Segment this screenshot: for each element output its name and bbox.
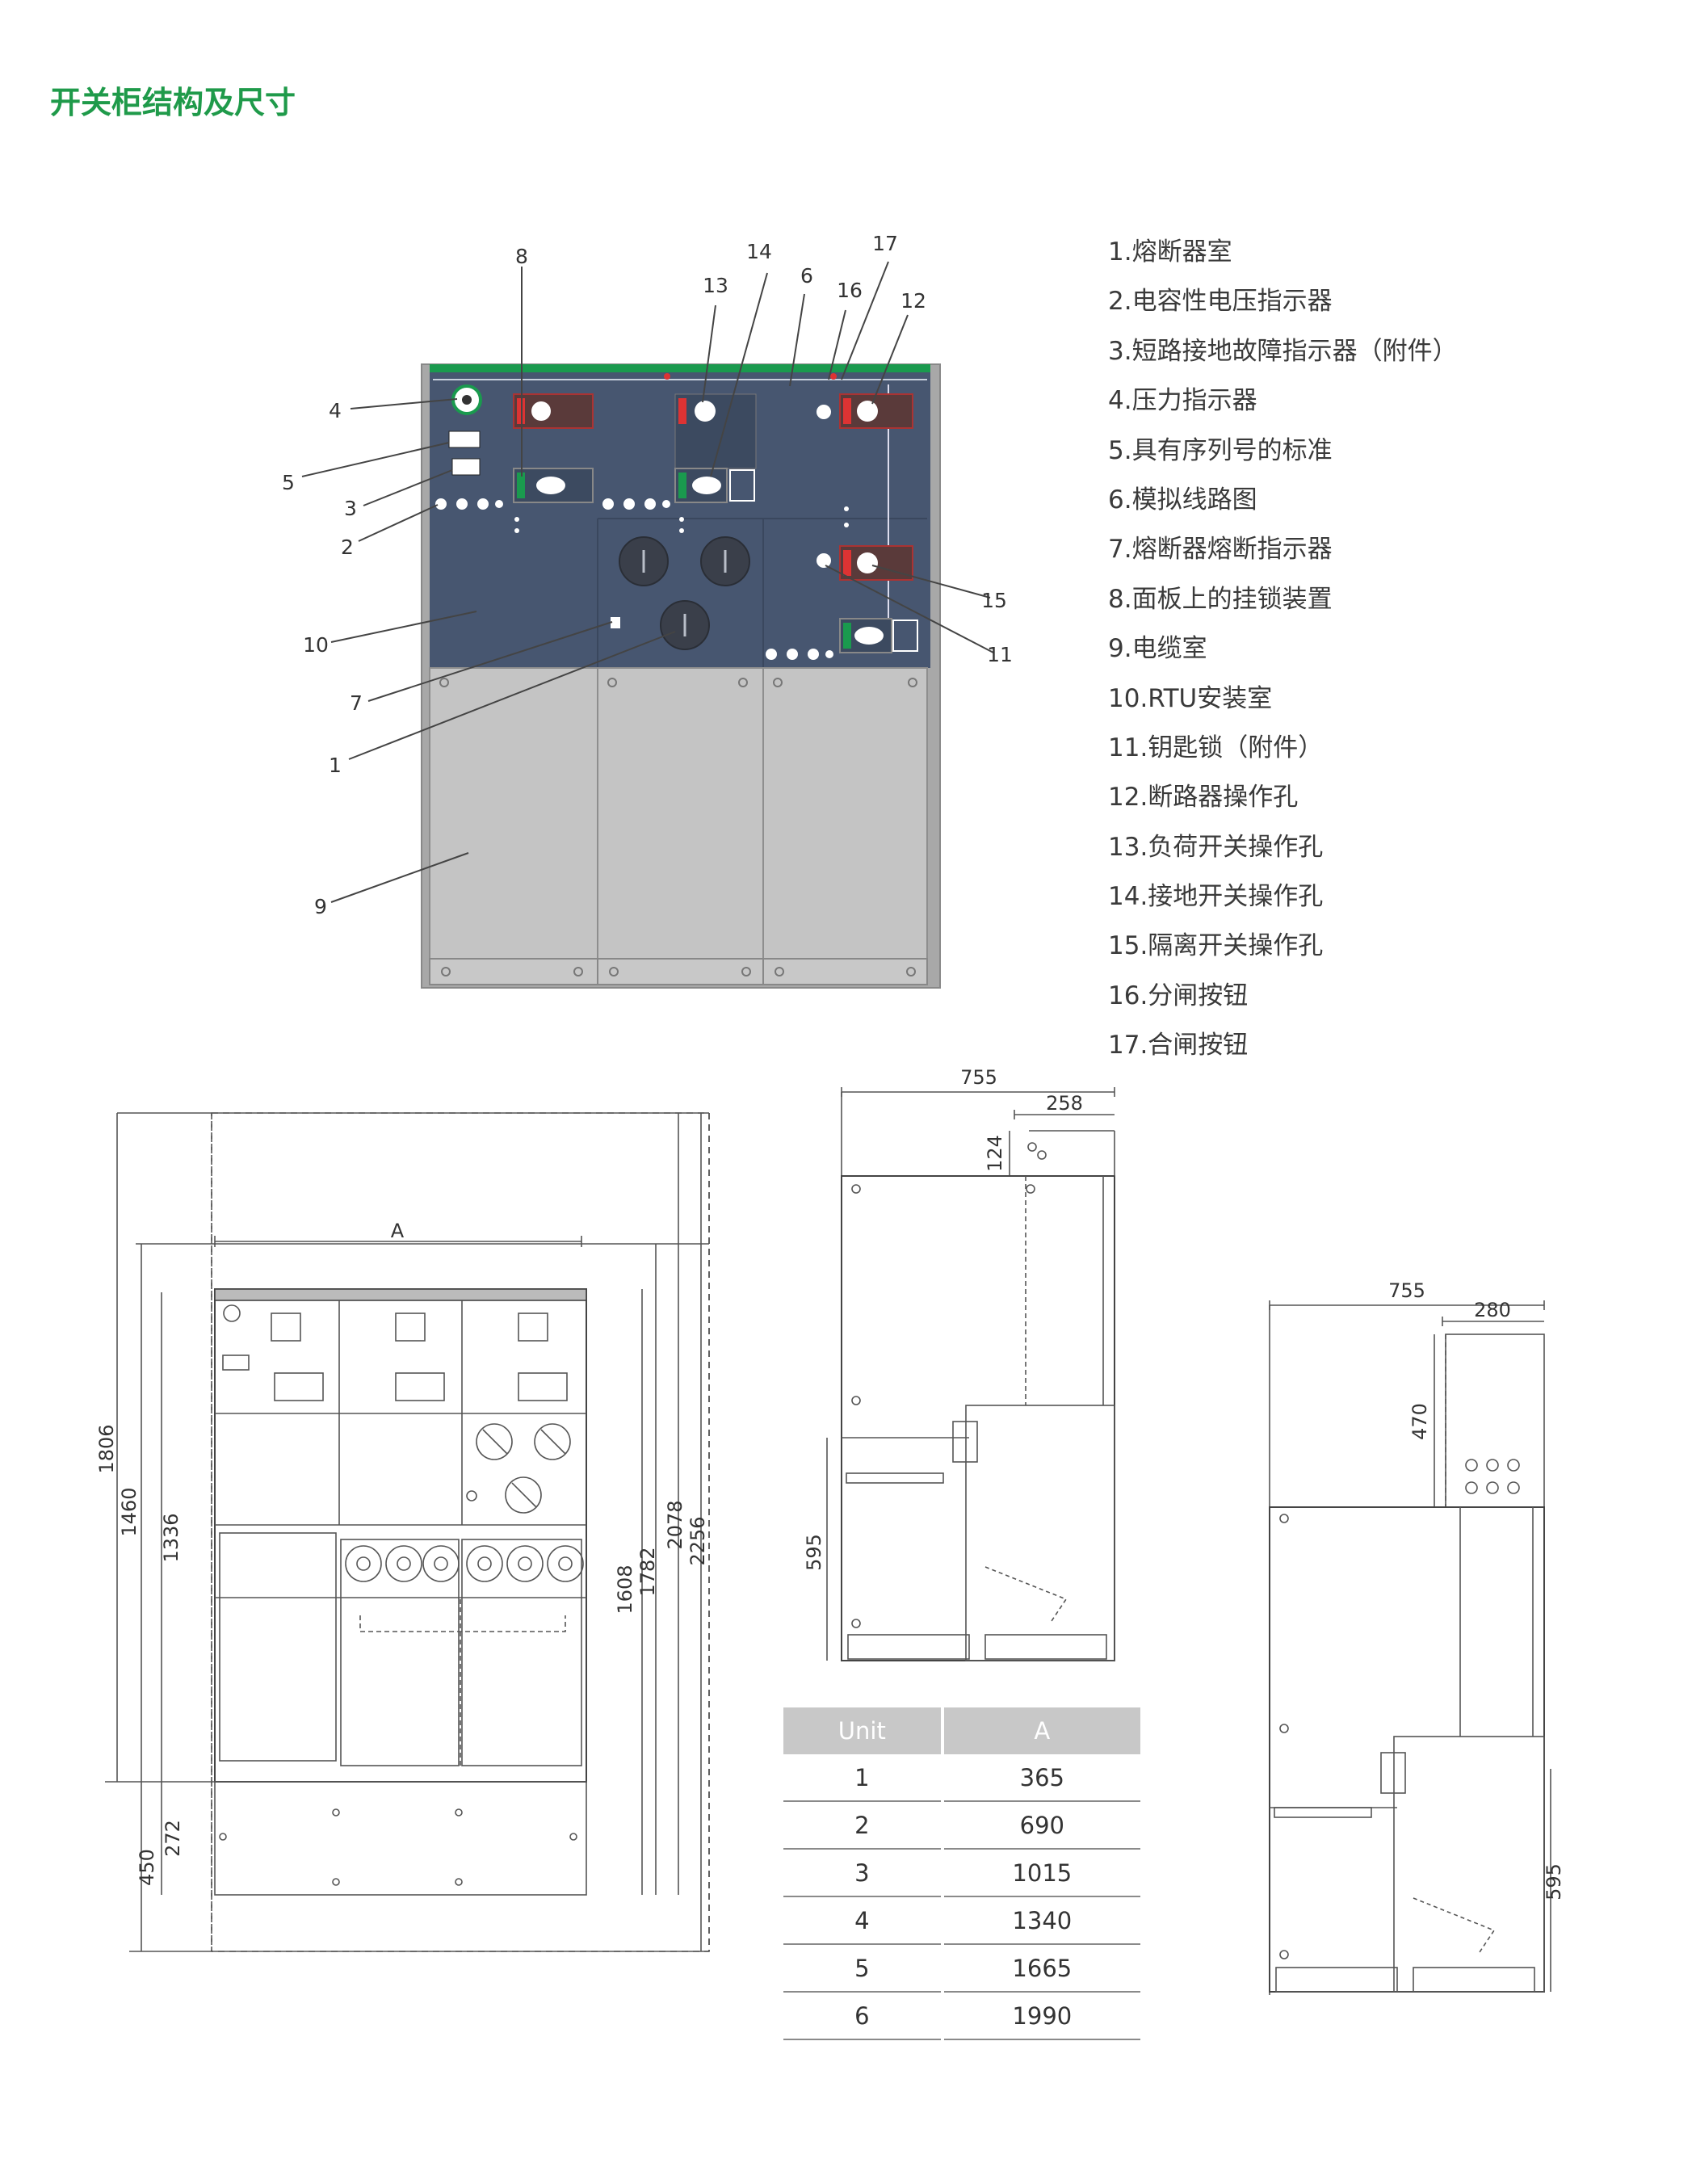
dim-272: 272 [162, 1820, 184, 1857]
legend-item: 5.具有序列号的标准 [1108, 435, 1333, 465]
table-cell: 5 [783, 1945, 941, 1993]
page-title: 开关柜结构及尺寸 [50, 85, 296, 120]
table-cell: 2 [783, 1802, 941, 1850]
dim-124: 124 [984, 1135, 1006, 1172]
table-cell: 1665 [943, 1945, 1140, 1993]
callout-6: 6 [800, 264, 813, 288]
legend-item: 16.分闸按钮 [1108, 981, 1249, 1010]
table-cell: 1990 [943, 1993, 1140, 2040]
dim-1806: 1806 [95, 1424, 118, 1473]
table-cell: 4 [783, 1897, 941, 1945]
callout-16: 16 [837, 279, 863, 302]
legend-item: 4.压力指示器 [1108, 386, 1257, 416]
table-cell: 1015 [943, 1850, 1140, 1897]
dim-755: 755 [960, 1066, 997, 1089]
dim-280: 280 [1474, 1299, 1511, 1321]
callout-numbers: 1 2 3 4 5 6 7 8 9 10 11 12 13 14 15 16 1… [282, 232, 1013, 918]
legend-item: 1.熔断器室 [1108, 237, 1232, 267]
legend-item: 14.接地开关操作孔 [1108, 882, 1324, 912]
callout-15: 15 [981, 589, 1007, 612]
switchgear-front-view [421, 363, 941, 989]
callout-5: 5 [282, 471, 295, 494]
callout-leaders [301, 261, 994, 903]
side-view-1-labels: 755 258 124 595 [803, 1066, 1083, 1571]
callout-8: 8 [515, 245, 528, 268]
callout-14: 14 [746, 240, 772, 263]
table-cell: 6 [783, 1993, 941, 2040]
legend-item: 10.RTU安装室 [1108, 683, 1273, 713]
legend-item: 7.熔断器熔断指示器 [1108, 535, 1333, 565]
table-header: Unit [783, 1707, 941, 1754]
table-cell: 3 [783, 1850, 941, 1897]
legend-item: 3.短路接地故障指示器（附件） [1108, 336, 1458, 366]
dim-1782: 1782 [636, 1547, 659, 1596]
table-cell: 690 [943, 1802, 1140, 1850]
side-view-1 [826, 1087, 1115, 1661]
callout-2: 2 [341, 536, 354, 559]
callout-11: 11 [987, 643, 1013, 666]
legend-item: 15.隔离开关操作孔 [1108, 931, 1324, 961]
legend-item: 17.合闸按钮 [1108, 1031, 1249, 1060]
legend-list: 1.熔断器室 2.电容性电压指示器 3.短路接地故障指示器（附件） 4.压力指示… [1108, 236, 1458, 1079]
legend-item: 2.电容性电压指示器 [1108, 287, 1333, 317]
legend-item: 12.断路器操作孔 [1108, 783, 1299, 813]
table-cell: 1 [783, 1754, 941, 1802]
table-cell: 365 [943, 1754, 1140, 1802]
dim-A: A [391, 1220, 405, 1242]
callout-7: 7 [350, 691, 363, 715]
dim-595-b: 595 [1543, 1863, 1565, 1900]
table-cell: 1340 [943, 1897, 1140, 1945]
callout-17: 17 [872, 232, 898, 255]
callout-13: 13 [703, 274, 728, 297]
callout-1: 1 [329, 754, 342, 777]
green-strip [430, 364, 930, 372]
legend-item: 9.电缆室 [1108, 634, 1207, 664]
dim-258: 258 [1046, 1092, 1083, 1115]
legend-item: 8.面板上的挂锁装置 [1108, 584, 1333, 614]
dim-595: 595 [803, 1534, 825, 1571]
legend-item: 13.负荷开关操作孔 [1108, 832, 1324, 862]
callout-9: 9 [314, 895, 327, 918]
dim-1460: 1460 [118, 1487, 141, 1536]
legend-item: 6.模拟线路图 [1108, 485, 1257, 514]
dim-1608: 1608 [614, 1564, 636, 1614]
front-dimension-labels: A 1806 1460 1336 272 450 1608 1782 2078 … [95, 1220, 709, 1886]
dim-755-b: 755 [1388, 1279, 1425, 1302]
side-view-2-labels: 755 280 470 595 [1388, 1279, 1565, 1900]
dim-1336: 1336 [160, 1513, 183, 1562]
dim-470: 470 [1408, 1403, 1431, 1440]
callout-3: 3 [344, 497, 357, 520]
dim-2256: 2256 [686, 1516, 709, 1565]
dim-450: 450 [136, 1849, 158, 1886]
table-header: A [943, 1707, 1140, 1754]
front-dimension-drawing [105, 1112, 710, 1952]
dim-2078: 2078 [664, 1500, 686, 1549]
callout-4: 4 [329, 399, 342, 422]
side-view-2 [1269, 1300, 1551, 1995]
callout-12: 12 [900, 289, 926, 313]
legend-item: 11.钥匙锁（附件） [1108, 733, 1324, 762]
callout-10: 10 [303, 633, 329, 657]
